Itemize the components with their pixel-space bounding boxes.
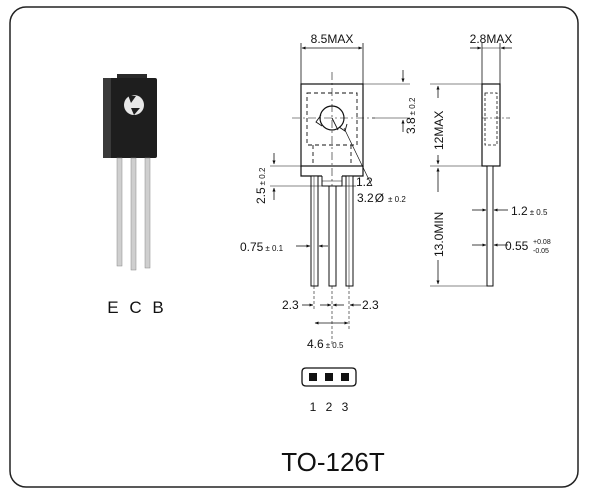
front-view [270, 43, 410, 345]
lead-span-dim: 4.6± 0.5 [307, 337, 344, 351]
hole-to-top-dim: 3.8± 0.2 [404, 97, 418, 134]
lead-thickness-dim: 0.55 [505, 239, 529, 253]
component-photo [103, 74, 157, 271]
lead-e [116, 157, 123, 267]
pad-1 [309, 373, 317, 381]
hole-offset-dim: 1.2 [356, 175, 373, 189]
lead-length-dim: 13.0MIN [432, 212, 446, 257]
package-name: TO-126T [281, 447, 385, 477]
lead-width-dim: 0.75± 0.1 [240, 240, 284, 254]
mounting-hole [124, 95, 144, 115]
pad-3 [341, 373, 349, 381]
tab-step-dim: 1.2± 0.5 [511, 204, 548, 218]
lead-thickness-tol-minus: -0.05 [533, 248, 549, 255]
lead-thickness-tol-plus: +0.08 [533, 239, 551, 246]
lead-b [144, 157, 151, 269]
pin-label-3: 3 [342, 400, 349, 414]
component-body [103, 78, 157, 158]
pitch-right-dim: 2.3 [362, 298, 379, 312]
pin-order-label: E C B [107, 298, 166, 317]
thickness-dim: 2.8MAX [470, 32, 513, 46]
pin-label-1: 1 [310, 400, 317, 414]
side-view [430, 43, 512, 287]
width-dim: 8.5MAX [311, 32, 354, 46]
pin-label-2: 2 [326, 400, 333, 414]
pitch-left-dim: 2.3 [282, 298, 299, 312]
body-step-dim: 2.5± 0.2 [254, 167, 268, 204]
lead-c [130, 157, 137, 271]
pad-2 [325, 373, 333, 381]
hole-diameter-dim: 3.2Ø± 0.2 [357, 191, 406, 205]
pin-footprint [301, 367, 357, 387]
body-height-dim: 12MAX [432, 111, 446, 150]
